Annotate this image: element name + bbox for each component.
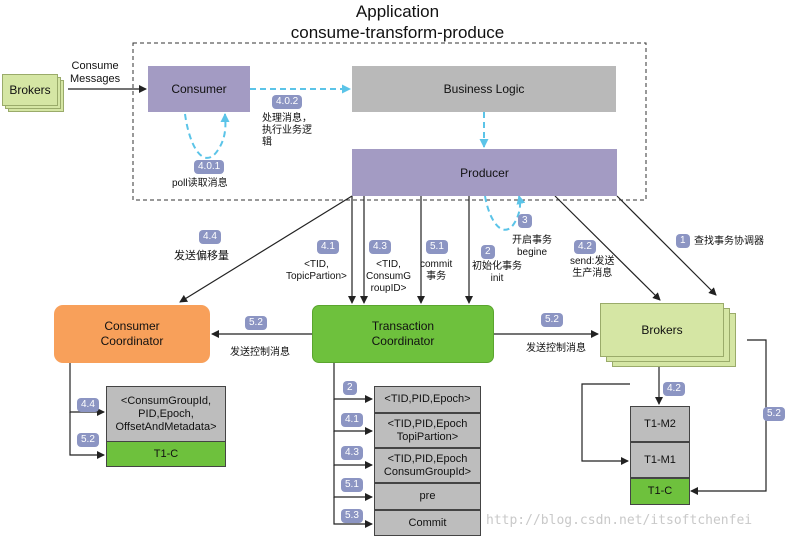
txn-log-entry-1: <TID,PID,Epoch> — [374, 386, 481, 413]
step-badge-5-1: 5.1 — [426, 240, 448, 254]
txn-log-entry-pre: pre — [374, 483, 481, 510]
step-badge-4-3: 4.3 — [369, 240, 391, 254]
diagram-subtitle: consume-transform-produce — [290, 23, 505, 42]
step-badge-4-4: 4.4 — [199, 230, 221, 244]
partition-t1-c: T1-C — [630, 478, 690, 505]
producer-box: Producer — [352, 149, 617, 196]
txn-log-badge-4: 5.1 — [341, 478, 363, 492]
poll-loop — [184, 113, 230, 159]
step-badge-5-2-right: 5.2 — [541, 313, 563, 327]
step-badge-4-2: 4.2 — [574, 240, 596, 254]
consumer-log-badge-2: 5.2 — [77, 433, 99, 447]
txn-log-entry-commit: Commit — [374, 510, 481, 536]
step-label-5-2-left: 发送控制消息 — [230, 347, 290, 358]
step-label-4-1: <TID, TopicPartion> — [286, 259, 347, 282]
partition-badge-5-2: 5.2 — [763, 407, 785, 421]
step-label-4-3: <TID, ConsumG roupID> — [366, 259, 412, 294]
step-label-4-0-2: 处理消息， 执行业务逻 辑 — [262, 113, 312, 148]
step-label-5-1: commit 事务 — [420, 259, 453, 282]
consumer-log-entry: <ConsumGroupId, PID,Epoch, OffsetAndMeta… — [106, 386, 226, 442]
watermark: http://blog.csdn.net/itsoftchenfei — [486, 513, 753, 528]
step-label-3: 开启事务 begine — [512, 235, 552, 258]
step-badge-2: 2 — [481, 245, 495, 259]
step-label-4-0-1: poll读取消息 — [172, 178, 228, 189]
step-label-4-4: 发送偏移量 — [174, 250, 229, 262]
step-label-4-2: send:发送 生产消息 — [570, 256, 615, 279]
consumer-coordinator-box: Consumer Coordinator — [54, 305, 210, 363]
step-label-2: 初始化事务 init — [472, 261, 522, 284]
step-label-5-2-right: 发送控制消息 — [526, 343, 586, 354]
txn-log-entry-3: <TID,PID,Epoch ConsumGroupId> — [374, 448, 481, 483]
brokers-left-label: Brokers — [2, 74, 58, 106]
partition-badge-4-2: 4.2 — [663, 382, 685, 396]
application-boundary — [132, 42, 647, 201]
txn-log-badge-3: 4.3 — [341, 446, 363, 460]
step-badge-4-1: 4.1 — [317, 240, 339, 254]
consume-messages-label: Consume Messages — [70, 60, 121, 85]
consumer-log-t1c: T1-C — [106, 441, 226, 467]
consumer-log-badge-1: 4.4 — [77, 398, 99, 412]
diagram-title: Application — [355, 2, 440, 21]
step-badge-4-0-1: 4.0.1 — [194, 160, 225, 174]
partition-t1-m1: T1-M1 — [630, 442, 690, 478]
txn-log-badge-5: 5.3 — [341, 509, 363, 523]
txn-log-badge-2: 4.1 — [341, 413, 363, 427]
step-badge-3: 3 — [518, 214, 532, 228]
step-label-1: 查找事务协调器 — [694, 236, 764, 247]
consumer-box: Consumer — [148, 66, 250, 112]
business-logic-box: Business Logic — [352, 66, 616, 112]
transaction-coordinator-box: Transaction Coordinator — [312, 305, 494, 363]
step-badge-1: 1 — [676, 234, 690, 248]
step-badge-4-0-2: 4.0.2 — [272, 95, 303, 109]
txn-log-badge-1: 2 — [343, 381, 357, 395]
step-badge-5-2-left: 5.2 — [245, 316, 267, 330]
brokers-right-label: Brokers — [600, 303, 724, 357]
begin-loop — [484, 195, 526, 231]
partition-t1-m2: T1-M2 — [630, 406, 690, 442]
txn-log-entry-2: <TID,PID,Epoch TopiPartion> — [374, 413, 481, 448]
